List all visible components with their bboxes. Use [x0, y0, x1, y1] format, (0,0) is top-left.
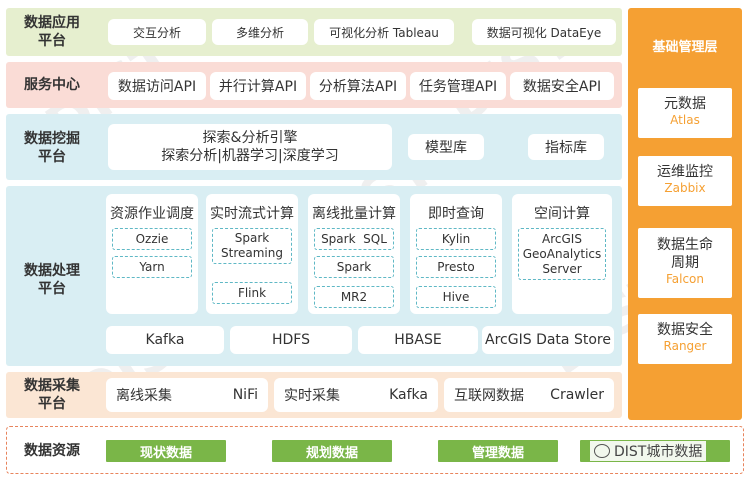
base-management-panel: 基础管理层 元数据 Atlas 运维监控 Zabbix 数据生命 周期 Falc…: [628, 8, 742, 420]
resource-planning-data: 规划数据: [272, 440, 392, 462]
processing-col-batch-title: 离线批量计算: [312, 206, 396, 222]
storage-hbase: HBASE: [358, 326, 478, 354]
streaming-spark-streaming: Spark Streaming: [212, 228, 292, 264]
app-item-interactive-analysis: 交互分析: [108, 19, 206, 45]
query-kylin: Kylin: [416, 228, 496, 250]
storage-kafka: Kafka: [106, 326, 224, 354]
base-item-metadata-tool: Atlas: [670, 113, 700, 127]
processing-col-scheduling-title: 资源作业调度: [110, 206, 194, 222]
processing-layer-label: 数据处理 平台: [24, 263, 80, 297]
base-item-metadata-name: 元数据: [664, 96, 706, 112]
collection-offline-tool: NiFi: [232, 387, 258, 403]
mining-metric-library: 指标库: [528, 134, 604, 160]
processing-col-streaming-title: 实时流式计算: [210, 206, 294, 222]
service-data-access-api: 数据访问API: [108, 72, 206, 100]
service-parallel-compute-api: 并行计算API: [210, 72, 306, 100]
processing-col-scheduling: [106, 194, 198, 314]
app-layer-label: 数据应用 平台: [24, 15, 80, 49]
base-management-title: 基础管理层: [652, 40, 718, 55]
service-data-security-api: 数据安全API: [510, 72, 614, 100]
base-item-security-name: 数据安全: [657, 322, 713, 338]
processing-col-spatial-title: 空间计算: [534, 206, 590, 222]
streaming-flink: Flink: [212, 282, 292, 304]
mining-analysis-engine: 探索&分析引擎 探索分析|机器学习|深度学习: [108, 124, 392, 170]
collection-internet-tool: Crawler: [550, 387, 604, 403]
mining-engine-title: 探索&分析引擎: [202, 130, 298, 146]
app-item-multidim-analysis: 多维分析: [212, 19, 308, 45]
collection-offline-name: 离线采集: [116, 388, 172, 404]
query-presto: Presto: [416, 256, 496, 278]
mining-engine-subtitle: 探索分析|机器学习|深度学习: [161, 148, 339, 164]
base-item-lifecycle: 数据生命 周期 Falcon: [638, 228, 732, 298]
collection-realtime-tool: Kafka: [389, 387, 428, 403]
scheduling-yarn: Yarn: [112, 256, 192, 278]
collection-layer-label: 数据采集 平台: [24, 378, 80, 412]
base-item-security: 数据安全 Ranger: [638, 314, 732, 364]
resource-layer-label: 数据资源: [24, 443, 80, 459]
batch-spark: Spark: [314, 256, 394, 278]
collection-offline: 离线采集 NiFi: [106, 378, 268, 412]
collection-internet-name: 互联网数据: [454, 388, 524, 404]
app-item-tableau: 可视化分析 Tableau: [314, 19, 454, 45]
base-item-lifecycle-name: 数据生命 周期: [657, 237, 713, 271]
scheduling-ozzie: Ozzie: [112, 228, 192, 250]
storage-hdfs: HDFS: [230, 326, 352, 354]
batch-mr2: MR2: [314, 286, 394, 308]
resource-current-data: 现状数据: [106, 440, 226, 462]
batch-spark-sql: Spark SQL: [314, 228, 394, 250]
mining-model-library: 模型库: [408, 134, 484, 160]
base-item-monitoring: 运维监控 Zabbix: [638, 156, 732, 206]
query-hive: Hive: [416, 286, 496, 308]
resource-management-data: 管理数据: [438, 440, 558, 462]
source-badge: DIST城市数据: [590, 441, 707, 461]
service-layer-label: 服务中心: [24, 77, 80, 93]
base-item-metadata: 元数据 Atlas: [638, 88, 732, 138]
app-item-dataeye: 数据可视化 DataEye: [472, 19, 616, 45]
spatial-arcgis-geoanalytics: ArcGIS GeoAnalytics Server: [518, 228, 606, 280]
base-item-monitoring-name: 运维监控: [657, 164, 713, 180]
wechat-icon: [594, 444, 610, 458]
service-algorithm-api: 分析算法API: [310, 72, 406, 100]
base-item-security-tool: Ranger: [663, 339, 707, 353]
collection-internet: 互联网数据 Crawler: [444, 378, 614, 412]
base-item-lifecycle-tool: Falcon: [665, 272, 705, 286]
mining-layer-label: 数据挖掘 平台: [24, 131, 80, 165]
base-item-monitoring-tool: Zabbix: [664, 181, 706, 195]
service-task-mgmt-api: 任务管理API: [410, 72, 506, 100]
collection-realtime-name: 实时采集: [284, 388, 340, 404]
collection-realtime: 实时采集 Kafka: [274, 378, 438, 412]
source-badge-text: DIST城市数据: [614, 444, 703, 460]
storage-arcgis-data-store: ArcGIS Data Store: [482, 326, 614, 354]
processing-col-instant-query-title: 即时查询: [428, 206, 484, 222]
